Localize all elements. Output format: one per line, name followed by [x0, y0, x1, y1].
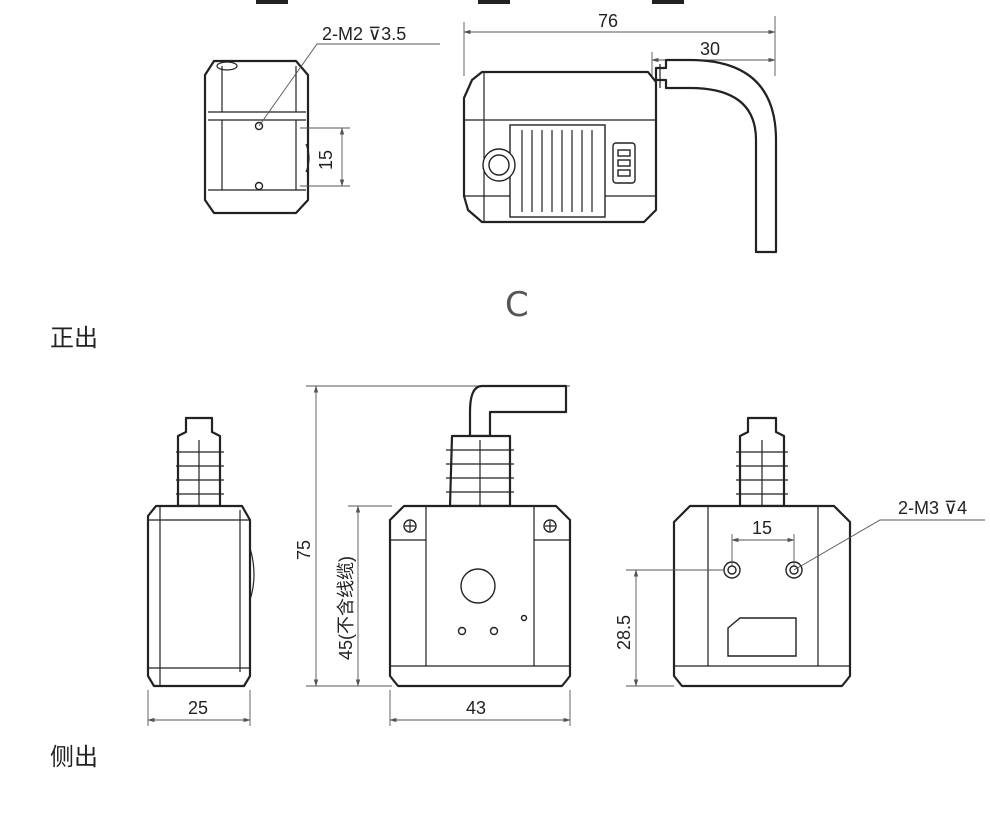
side-exit-label: 侧出 [50, 743, 98, 771]
top-hole-2 [254, 181, 264, 191]
dim-hole-spacing-top: 15 [316, 150, 336, 170]
front-exit-label: 正出 [50, 324, 98, 352]
front-led-3 [520, 614, 528, 622]
dim-cable-30: 30 [700, 39, 720, 59]
front-led-1 [457, 626, 467, 636]
side-view: 25 [146, 416, 255, 726]
hole-note-back: 2-M3 ⊽4 [898, 498, 967, 518]
front-lens [460, 568, 496, 604]
clipped-fragment [478, 0, 510, 4]
front-led-2 [489, 626, 499, 636]
variant-label: C [505, 285, 529, 325]
back-view: 15 28.5 2-M3 ⊽4 [614, 416, 985, 688]
dim-hole-spacing-back: 15 [752, 518, 772, 538]
top-left-view: 2-M2 ⊽3.5 15 [203, 24, 440, 215]
dim-width-76: 76 [598, 11, 618, 31]
front-view: 75 45(不含线缆) 43 [294, 384, 572, 726]
top-grill [509, 124, 606, 218]
hole-note-top: 2-M2 ⊽3.5 [322, 24, 406, 44]
dim-height-45: 45(不含线缆) [336, 556, 356, 660]
clipped-fragment [256, 0, 288, 4]
top-right-view: 76 30 [462, 11, 778, 254]
dim-width-25: 25 [188, 698, 208, 718]
back-label-plate [727, 617, 797, 657]
dim-width-43: 43 [466, 698, 486, 718]
clipped-fragment [652, 0, 684, 4]
dim-height-75: 75 [294, 540, 314, 560]
dim-hole-height: 28.5 [614, 615, 634, 650]
top-lens-inner [488, 154, 510, 176]
